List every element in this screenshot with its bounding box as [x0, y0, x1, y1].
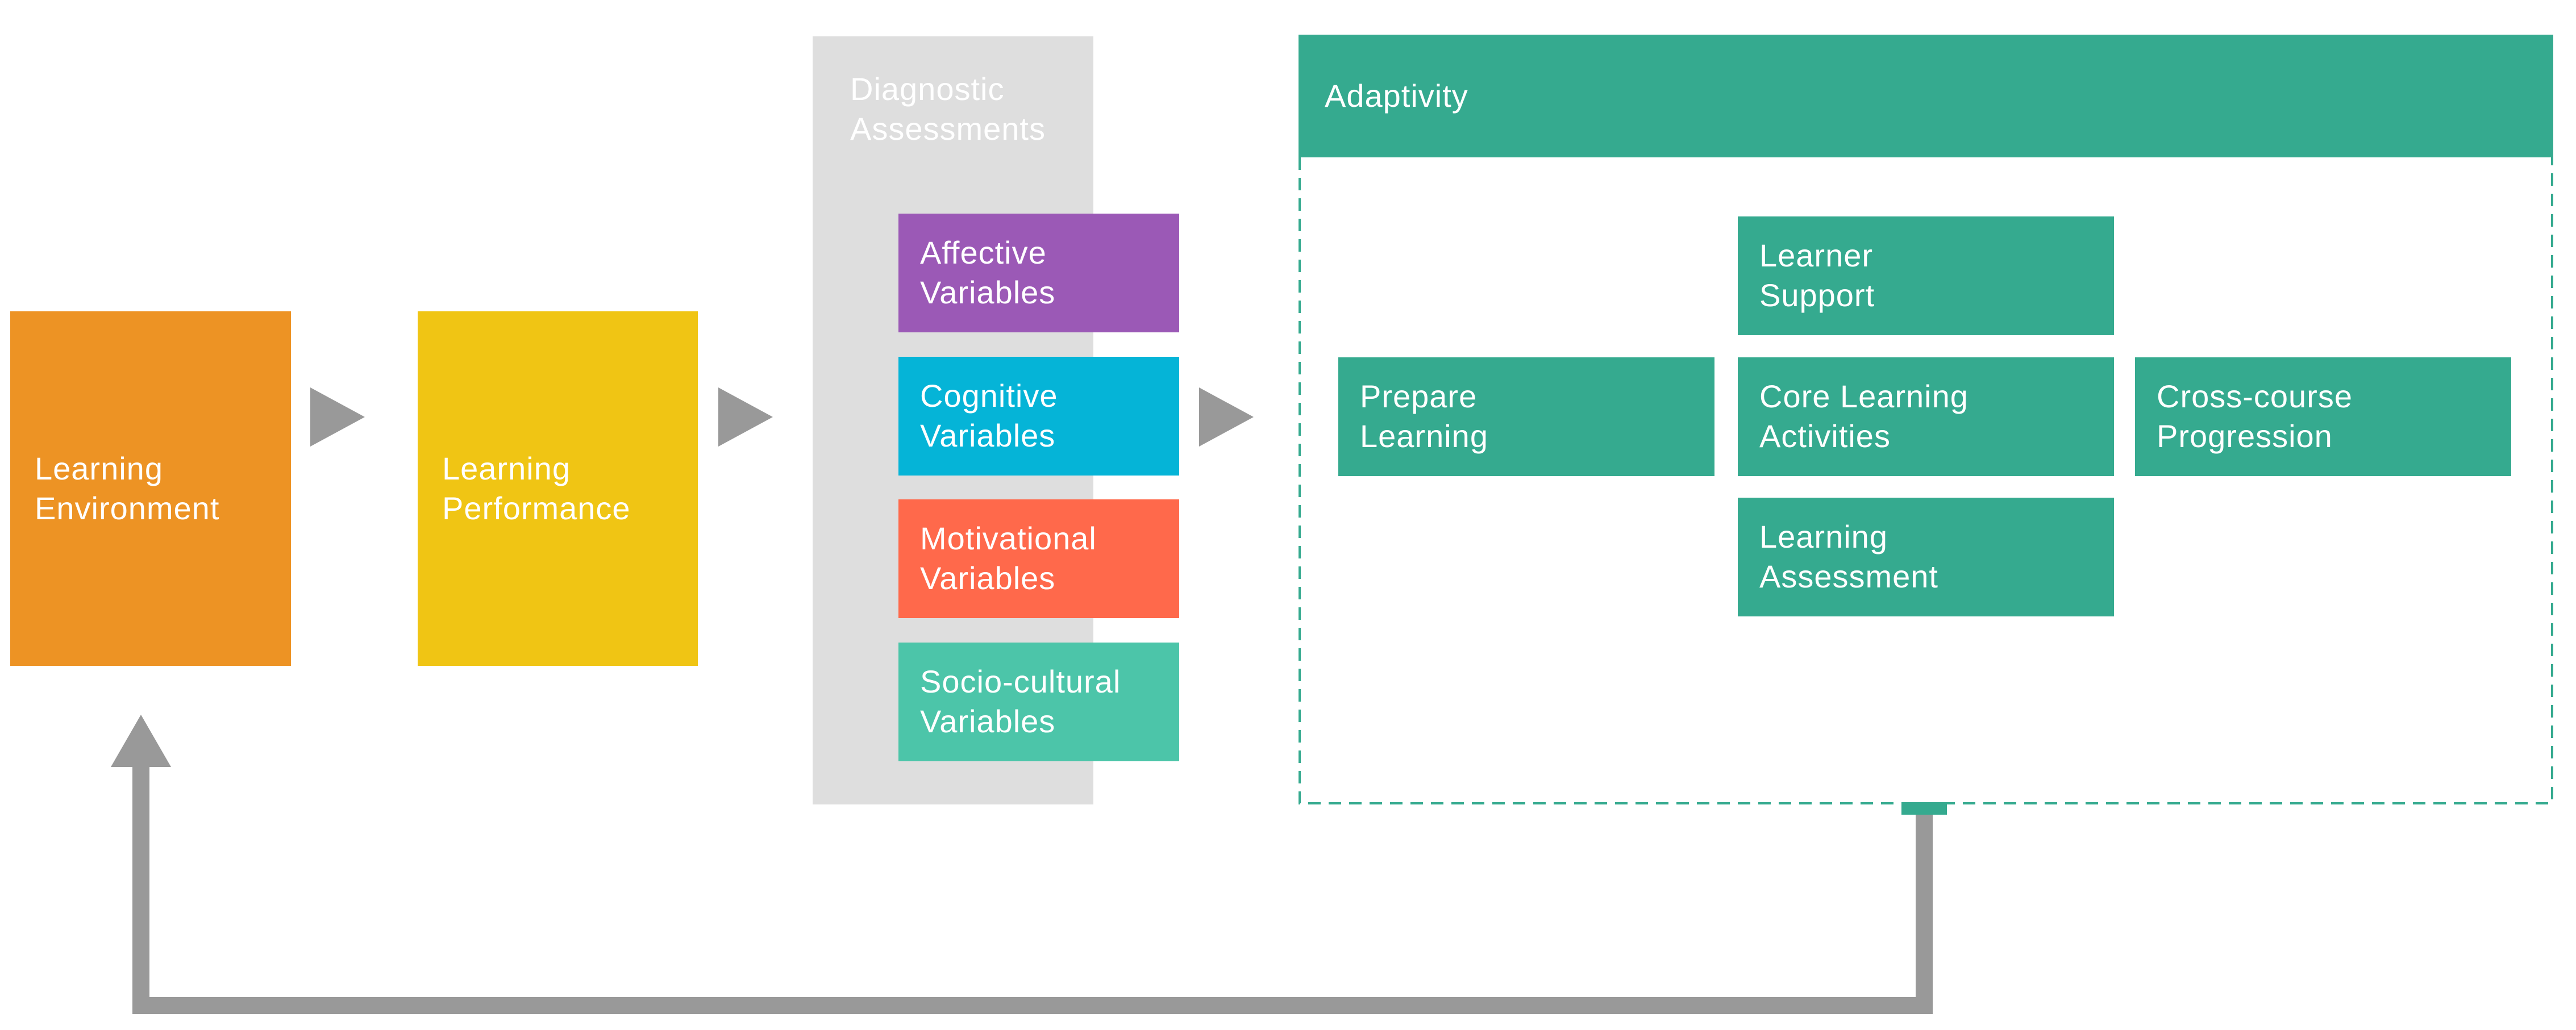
affective-variables-box: Affective Variables [898, 214, 1179, 332]
affective-variables-label: Affective Variables [920, 235, 1056, 310]
learning-assessment-label: Learning Assessment [1759, 519, 1938, 594]
learning-performance-box: Learning Performance [418, 311, 698, 666]
flow-arrow-3 [1199, 387, 1254, 447]
feedback-arrowhead [111, 715, 171, 767]
core-learning-activities-label: Core Learning Activities [1759, 378, 1969, 454]
prepare-learning-label: Prepare Learning [1360, 378, 1488, 454]
cross-course-progression-label: Cross-course Progression [2157, 378, 2353, 454]
learning-environment-box: Learning Environment [10, 311, 291, 666]
motivational-variables-box: Motivational Variables [898, 499, 1179, 618]
cross-course-progression-box: Cross-course Progression [2135, 357, 2511, 476]
learning-environment-label: Learning Environment [35, 451, 220, 526]
flow-arrow-1 [310, 387, 365, 447]
cognitive-variables-box: Cognitive Variables [898, 357, 1179, 476]
learning-assessment-box: Learning Assessment [1738, 498, 2114, 616]
diagnostic-assessments-title: Diagnostic Assessments [850, 71, 1046, 147]
feedback-loop-line [132, 761, 1933, 1014]
motivational-variables-label: Motivational Variables [920, 520, 1097, 596]
adaptivity-dashed-frame [1299, 157, 2553, 804]
socio-cultural-variables-label: Socio-cultural Variables [920, 664, 1121, 739]
prepare-learning-box: Prepare Learning [1338, 357, 1714, 476]
learner-support-box: Learner Support [1738, 216, 2114, 335]
adaptivity-title: Adaptivity [1325, 78, 1468, 114]
core-learning-activities-box: Core Learning Activities [1738, 357, 2114, 476]
socio-cultural-variables-box: Socio-cultural Variables [898, 643, 1179, 761]
cognitive-variables-label: Cognitive Variables [920, 378, 1058, 453]
learning-performance-label: Learning Performance [442, 451, 631, 526]
feedback-connector-cap [1901, 802, 1947, 815]
adaptivity-header: Adaptivity [1299, 35, 2553, 157]
learner-support-label: Learner Support [1759, 237, 1875, 313]
flow-arrow-2 [718, 387, 773, 447]
